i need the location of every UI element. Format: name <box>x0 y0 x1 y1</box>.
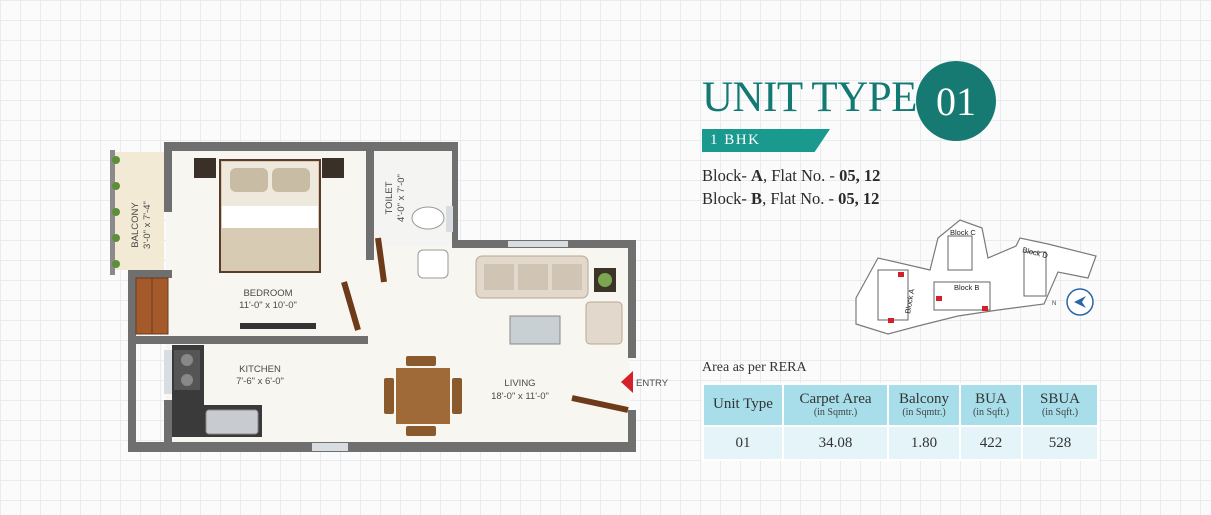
coffee-table-icon <box>509 315 561 345</box>
toilet-door <box>375 237 387 283</box>
balcony-label: BALCONY <box>130 202 141 248</box>
flat-line-a: Block- A, Flat No. - 05, 12 <box>702 166 881 185</box>
site-outline <box>855 219 1097 335</box>
bedroom-label: BEDROOM <box>243 288 292 299</box>
bedroom-dims: 11'-0" x 10'-0" <box>239 300 297 311</box>
area-caption: Area as per RERA <box>702 360 807 375</box>
bed-icon <box>194 158 344 273</box>
header-unit-type: Unit Type <box>702 383 784 427</box>
unit-number-badge: 01 <box>916 61 996 141</box>
window-kitchen <box>164 350 172 394</box>
tv-unit <box>240 323 316 329</box>
header-carpet-area: Carpet Area(in Sqmtr.) <box>782 383 889 427</box>
entry-arrow-icon <box>621 371 633 393</box>
window-top <box>508 241 568 247</box>
cell-sbua: 528 <box>1021 425 1099 461</box>
block-a-label: Block A <box>903 288 916 314</box>
config-ribbon: 1 BHK <box>702 129 830 152</box>
sink-icon <box>205 409 259 435</box>
header-balcony: Balcony(in Sqmtr.) <box>887 383 961 427</box>
dining-table-icon <box>384 356 462 436</box>
armchair-icon <box>585 301 623 345</box>
header-bua: BUA(in Sqft.) <box>959 383 1023 427</box>
cell-balcony: 1.80 <box>887 425 961 461</box>
compass-north-label: N <box>1052 301 1056 307</box>
kitchen-label: KITCHEN <box>239 364 281 375</box>
window-toilet <box>446 206 453 232</box>
compass-icon: N <box>1052 288 1094 316</box>
block-c-label: Block C <box>950 228 976 237</box>
site-key-plan: Block C Block D Block B Block A N <box>855 219 1097 335</box>
flat-line-b: Block- B, Flat No. - 05, 12 <box>702 189 880 208</box>
plant-icons <box>112 156 120 268</box>
wash-basin-icon <box>417 249 449 279</box>
block-b-label: Block B <box>954 283 979 292</box>
bedroom-door <box>341 281 361 331</box>
toilet-icon <box>411 206 445 230</box>
sofa-icon <box>475 255 589 299</box>
balcony-floor <box>112 152 164 270</box>
area-table-header-row: Unit Type Carpet Area(in Sqmtr.) Balcony… <box>702 383 1099 427</box>
flat-markers <box>888 272 988 323</box>
floor-plan: BALCONY 3'-0" x 7'-4" TOILET 4'-0" x 7'-… <box>110 142 669 452</box>
toilet-label: TOILET <box>384 181 395 214</box>
stove-icon <box>174 350 200 390</box>
unit-type-title: UNIT TYPE <box>702 74 917 121</box>
entry-label: ENTRY <box>636 378 669 389</box>
cell-unit-type: 01 <box>702 425 784 461</box>
balcony-dims: 3'-0" x 7'-4" <box>142 201 153 249</box>
toilet-dims: 4'-0" x 7'-0" <box>396 174 407 222</box>
cell-carpet-area: 34.08 <box>782 425 889 461</box>
living-dims: 18'-0" x 11'-0" <box>491 391 549 402</box>
table-row: 01 34.08 1.80 422 528 <box>702 425 1099 461</box>
window-bottom <box>312 443 348 451</box>
cell-bua: 422 <box>959 425 1023 461</box>
area-table: Unit Type Carpet Area(in Sqmtr.) Balcony… <box>702 383 1099 461</box>
entry-door <box>571 395 629 413</box>
header-sbua: SBUA(in Sqft.) <box>1021 383 1099 427</box>
living-label: LIVING <box>504 378 535 389</box>
kitchen-dims: 7'-6" x 6'-0" <box>236 376 284 387</box>
